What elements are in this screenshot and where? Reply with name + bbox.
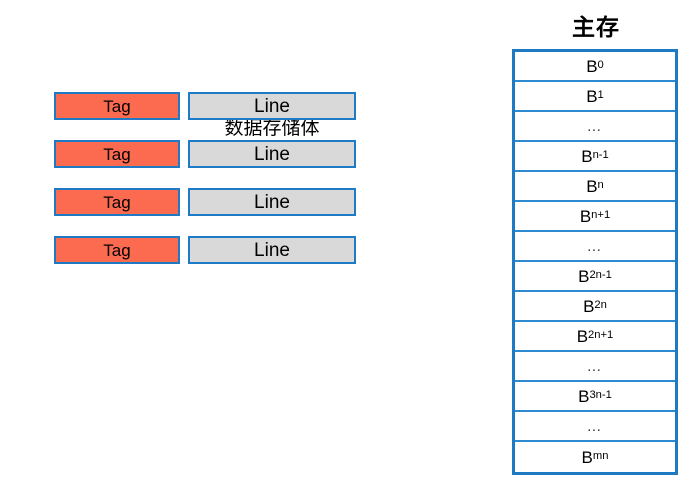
memory-block-label: … <box>586 117 604 135</box>
cache-line-cell[interactable]: Line <box>188 188 356 216</box>
cache-tag-cell[interactable]: Tag <box>54 236 180 264</box>
cache-panel: Tag Cache 数据存储体 TagLineTagLineTagLineTag… <box>54 92 364 362</box>
memory-block-label: B <box>581 447 593 467</box>
memory-block-label: B <box>583 296 595 316</box>
memory-block-subscript: n-1 <box>592 149 609 162</box>
cache-line-cell[interactable]: Line <box>188 140 356 168</box>
cache-line-cell[interactable]: Line <box>188 236 356 264</box>
memory-block-subscript: n <box>597 179 604 192</box>
cache-tag-cell[interactable]: Tag <box>54 188 180 216</box>
memory-block-label: … <box>586 417 604 435</box>
memory-block-label: … <box>586 237 604 255</box>
cache-tag-cell[interactable]: Tag <box>54 92 180 120</box>
cache-tag-cell[interactable]: Tag <box>54 140 180 168</box>
memory-block-label: B <box>586 176 598 196</box>
memory-block-ellipsis-row[interactable]: … <box>515 232 675 262</box>
memory-block-subscript: 2n-1 <box>589 269 612 282</box>
memory-block-label: B <box>579 206 592 226</box>
memory-block-label: … <box>586 357 604 375</box>
memory-block-label: B <box>586 86 598 106</box>
memory-block-ellipsis-row[interactable]: … <box>515 412 675 442</box>
memory-block-subscript: 2n+1 <box>588 329 614 342</box>
memory-block-label: B <box>586 56 598 76</box>
memory-block-subscript: 0 <box>597 59 604 72</box>
memory-block-label: B <box>578 386 590 406</box>
memory-block-ellipsis-row[interactable]: … <box>515 352 675 382</box>
memory-block-subscript: 2n <box>594 299 607 312</box>
memory-block-label: B <box>581 146 593 166</box>
memory-block-subscript: mn <box>592 450 609 463</box>
memory-block-subscript: n+1 <box>591 209 611 222</box>
memory-block-label: B <box>576 326 589 346</box>
cache-header-line2: 数据存储体 <box>224 117 320 139</box>
main-memory-title: 主存 <box>572 14 620 40</box>
memory-block-subscript: 1 <box>597 89 604 102</box>
cache-line-cell[interactable]: Line <box>188 92 356 120</box>
memory-block-subscript: 3n-1 <box>589 389 612 402</box>
memory-block-ellipsis-row[interactable]: … <box>515 112 675 142</box>
memory-block-label: B <box>578 266 590 286</box>
